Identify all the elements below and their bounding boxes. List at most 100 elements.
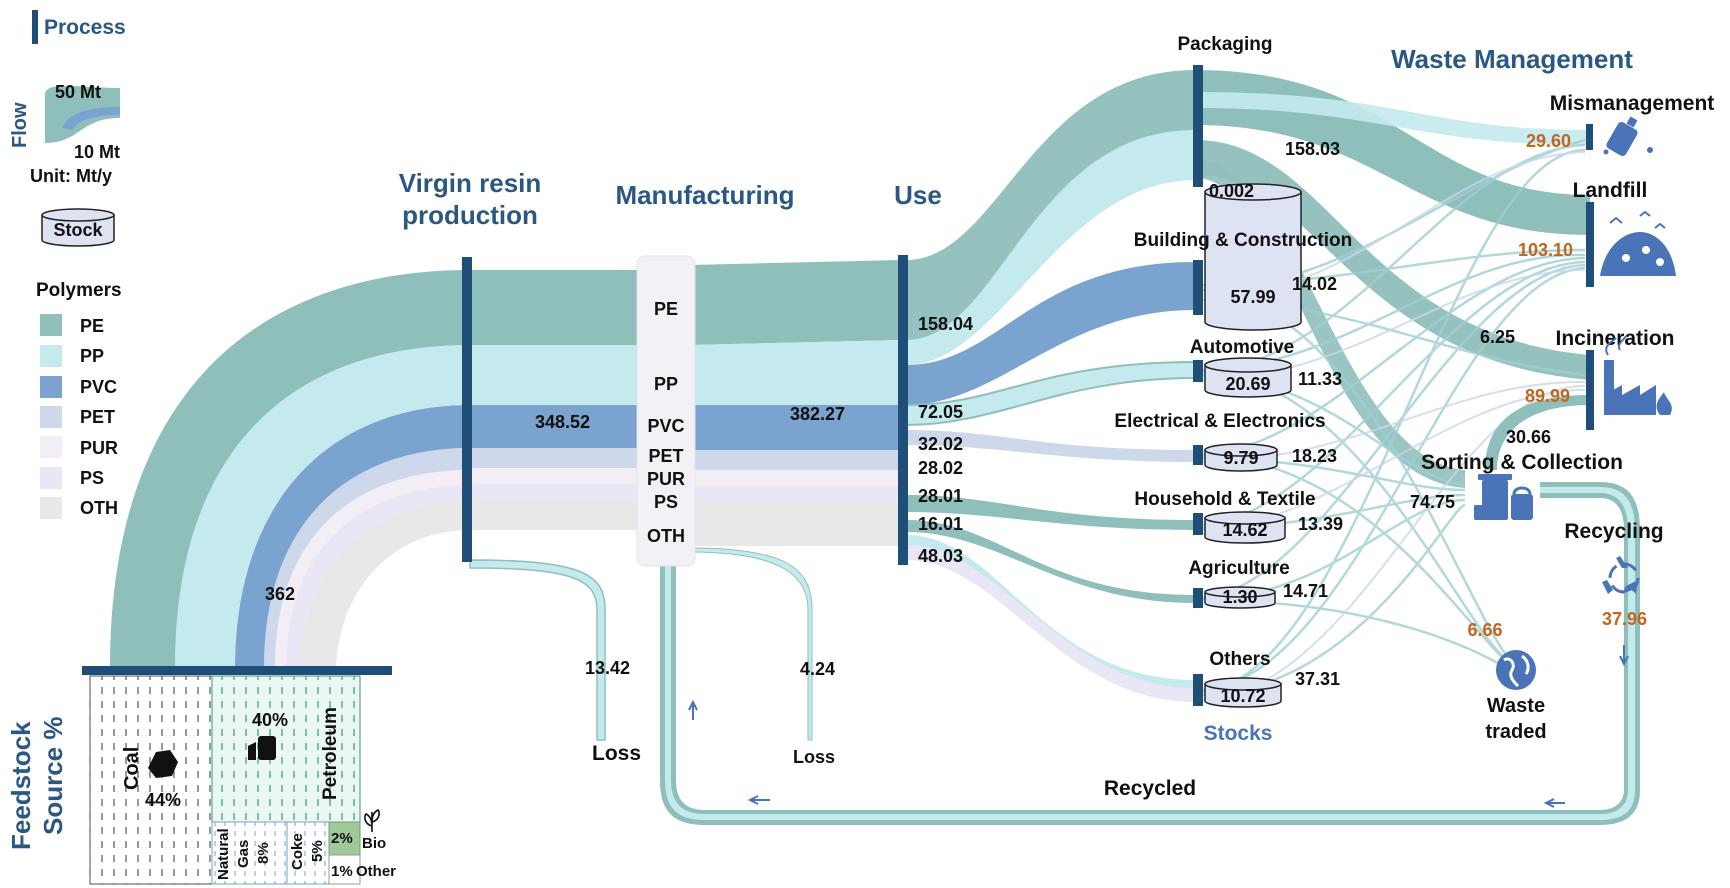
mfg-label-pe: PE (654, 299, 678, 319)
feedstock-bio-pct: 2% (331, 830, 353, 847)
stock-cylinder-household (1204, 511, 1286, 544)
household-bar (1193, 513, 1203, 535)
arrow-left-icon (1543, 798, 1565, 808)
legend-stock-label: Stock (53, 220, 103, 240)
mfg-label-pur: PUR (647, 469, 685, 489)
legend-swatch-pp (40, 345, 62, 367)
value-manufacturing-output: 382.27 (790, 404, 845, 424)
legend: Process Flow 50 Mt 10 Mt Unit: Mt/y Stoc… (9, 10, 126, 519)
stage-use: Use (894, 180, 942, 210)
waste-nodes: Mismanagement 29.60 Landfill 103.10 Inci… (1421, 92, 1714, 743)
stock-cylinders (1204, 183, 1302, 708)
value-loss-manufacturing: 4.24 (800, 659, 835, 679)
flow-loss-virgin (469, 559, 606, 741)
feedstock-coal-pct: 44% (145, 790, 181, 810)
value-use-automotive: 32.02 (918, 434, 963, 454)
legend-flow-label: Flow (9, 102, 31, 148)
label-loss-manufacturing: Loss (793, 747, 835, 767)
mfg-label-ps: PS (654, 492, 678, 512)
legend-swatch-pur (40, 436, 62, 458)
flow-use-packaging-pp (906, 130, 1195, 365)
mfg-label-pet: PET (648, 446, 683, 466)
stage-waste-management: Waste Management (1391, 44, 1633, 74)
legend-flow-small (62, 107, 120, 130)
feedstock-natural-gas-label2: Gas (235, 840, 252, 868)
flow-pe-manufacturing (690, 260, 900, 345)
sector-automotive: Automotive (1190, 337, 1295, 358)
leaf-icon (364, 809, 380, 832)
waste-landfill-value: 103.10 (1518, 240, 1573, 260)
legend-flow-big-label: 50 Mt (55, 82, 101, 102)
stock-electrical: 9.79 (1223, 448, 1258, 468)
feedstock-coke-label: Coke (289, 833, 306, 870)
value-building-to-waste: 14.02 (1292, 274, 1337, 294)
stock-cylinder-electrical (1204, 443, 1278, 472)
sector-household: Household & Textile (1134, 489, 1315, 510)
value-use-agriculture: 16.01 (918, 514, 963, 534)
value-sorting-to-incineration: 30.66 (1506, 427, 1551, 447)
value-electrical-to-waste: 18.23 (1292, 446, 1337, 466)
waste-traded-label-line1: Waste (1487, 695, 1545, 717)
legend-process-label: Process (44, 16, 126, 39)
value-use-building: 72.05 (918, 402, 963, 422)
legend-polymer-list: PE PP PVC PET PUR PS OTH (40, 314, 118, 519)
legend-label-pe: PE (80, 316, 104, 336)
feedstock-natural-gas-block (211, 821, 288, 885)
flow-pur-virgin (470, 468, 640, 484)
feedstock-title-line2: Source % (38, 717, 68, 836)
sector-building: Building & Construction (1134, 230, 1352, 251)
value-virgin-output: 348.52 (535, 412, 590, 432)
value-others-to-waste: 37.31 (1295, 669, 1340, 689)
flow-values: 362 348.52 382.27 13.42 4.24 Loss Loss 1… (265, 139, 1551, 800)
value-household-to-waste: 13.39 (1298, 514, 1343, 534)
flow-use-household (906, 495, 1195, 530)
oil-barrel-icon (248, 736, 276, 760)
sorting-bin-icon (1474, 474, 1533, 520)
value-packaging-to-waste: 158.03 (1285, 139, 1340, 159)
legend-label-pp: PP (80, 346, 104, 366)
stock-others: 10.72 (1220, 686, 1265, 706)
feedstock-bio-label: Bio (362, 835, 386, 852)
flow-pe-virgin (470, 270, 640, 345)
mfg-label-oth: OTH (647, 526, 685, 546)
flow-oth-manufacturing (690, 502, 900, 546)
legend-swatch-ps (40, 467, 62, 489)
value-feedstock-total: 362 (265, 584, 295, 604)
coal-icon (148, 750, 178, 778)
legend-label-pet: PET (80, 407, 115, 427)
value-agriculture-to-waste: 14.71 (1283, 581, 1328, 601)
value-use-household: 28.01 (918, 486, 963, 506)
flow-loss-manufacturing (689, 547, 813, 741)
landfill-icon (1600, 210, 1676, 276)
feedstock-petroleum-pct: 40% (252, 710, 288, 730)
stock-building: 57.99 (1230, 287, 1275, 307)
stock-cylinder-agriculture (1204, 586, 1276, 609)
feedstock-natural-gas-label1: Natural (215, 828, 232, 880)
stage-titles: Virgin resin production Manufacturing Us… (399, 44, 1634, 230)
flow-pp-feedstock (175, 345, 470, 668)
building-bar (1193, 260, 1203, 315)
waste-sorting-label: Sorting & Collection (1421, 451, 1623, 474)
stocks-caption: Stocks (1204, 722, 1273, 745)
feedstock-coal-label: Coal (121, 747, 143, 790)
waste-traded-value: 6.66 (1467, 620, 1502, 640)
stock-cylinder-others (1204, 677, 1282, 708)
feedstock-other-block (328, 854, 361, 885)
waste-recycling-value: 37.96 (1602, 609, 1647, 629)
waste-landfill-label: Landfill (1573, 179, 1648, 202)
flow-pet-virgin (470, 448, 640, 468)
legend-swatch-pet (40, 406, 62, 428)
legend-label-pvc: PVC (80, 377, 117, 397)
arrow-up-icon (688, 699, 698, 720)
packaging-bar (1193, 65, 1203, 187)
flow-use-electrical (906, 430, 1195, 462)
flow-oth-virgin (470, 500, 640, 530)
waste-recycling-label: Recycling (1564, 520, 1663, 543)
mfg-label-pp: PP (654, 374, 678, 394)
sector-electrical: Electrical & Electronics (1114, 411, 1325, 432)
arrow-left-icon (747, 795, 770, 805)
label-recycled: Recycled (1104, 777, 1196, 800)
waste-mismanagement-label: Mismanagement (1550, 92, 1715, 115)
feedstock-section: Feedstock Source % Coal 44% 40% Petroleu… (6, 675, 396, 885)
